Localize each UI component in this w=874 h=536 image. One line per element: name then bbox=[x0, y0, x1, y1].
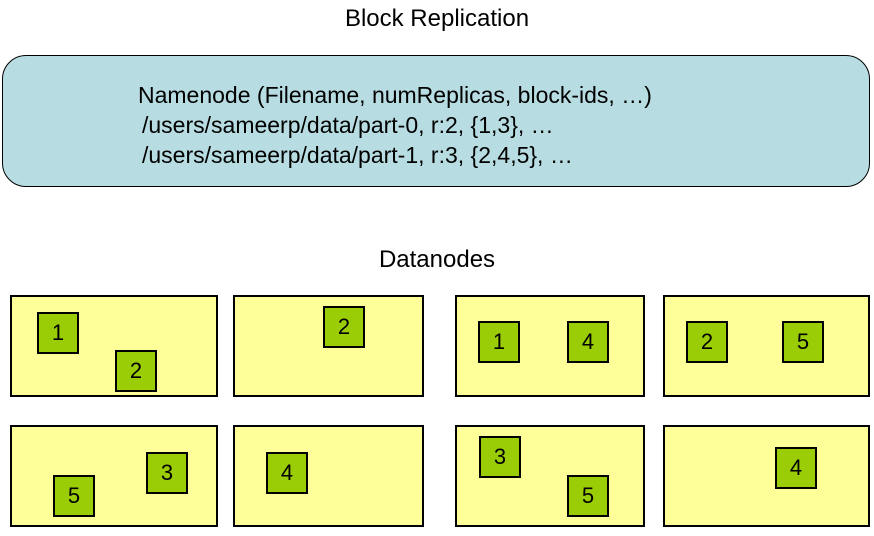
block-replica[interactable]: 4 bbox=[266, 452, 308, 494]
namenode-line-part-0: /users/sameerp/data/part-0, r:2, {1,3}, … bbox=[142, 112, 554, 138]
block-replica[interactable]: 4 bbox=[567, 321, 609, 363]
namenode-line-part-1: /users/sameerp/data/part-1, r:3, {2,4,5}… bbox=[142, 142, 573, 168]
block-replica[interactable]: 1 bbox=[37, 312, 79, 354]
block-replica[interactable]: 4 bbox=[775, 447, 817, 489]
block-replica[interactable]: 5 bbox=[782, 321, 824, 363]
datanode-8[interactable]: 4 bbox=[663, 425, 870, 527]
block-replica[interactable]: 3 bbox=[146, 452, 188, 494]
namenode-panel: Namenode (Filename, numReplicas, block-i… bbox=[2, 55, 870, 187]
block-replica[interactable]: 2 bbox=[323, 306, 365, 348]
block-replica[interactable]: 1 bbox=[478, 321, 520, 363]
block-replica[interactable]: 3 bbox=[479, 436, 521, 478]
block-replica[interactable]: 2 bbox=[686, 321, 728, 363]
namenode-line-schema: Namenode (Filename, numReplicas, block-i… bbox=[138, 82, 652, 108]
block-replica[interactable]: 5 bbox=[567, 475, 609, 517]
namenode-metadata-text: Namenode (Filename, numReplicas, block-i… bbox=[138, 80, 652, 170]
datanodes-section-label: Datanodes bbox=[378, 246, 496, 273]
datanode-6[interactable]: 4 bbox=[233, 425, 424, 527]
block-replica[interactable]: 2 bbox=[115, 350, 157, 392]
block-replica[interactable]: 5 bbox=[53, 475, 95, 517]
page-title: Block Replication bbox=[344, 5, 530, 32]
datanode-2[interactable]: 2 bbox=[233, 295, 424, 397]
